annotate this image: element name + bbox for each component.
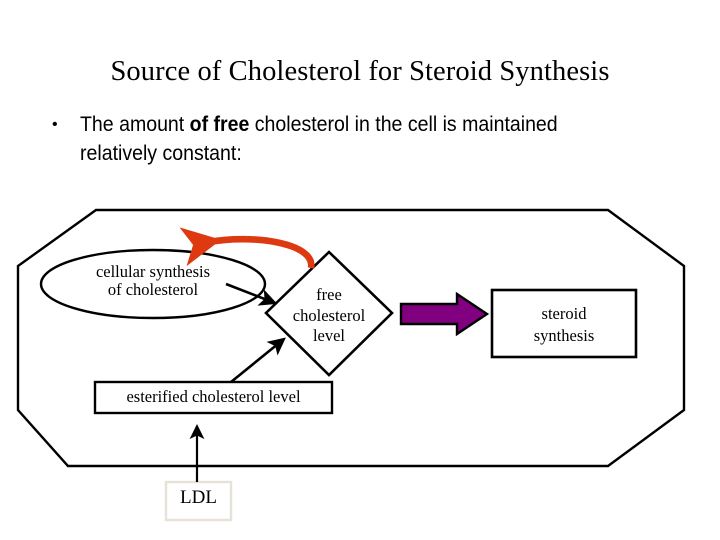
cellular-synthesis-line-2: of cholesterol [107, 279, 199, 299]
free-cholesterol-line-3: level [312, 326, 346, 346]
ldl-label: LDL [180, 487, 217, 508]
free-cholesterol-line-2: cholesterol [292, 305, 366, 325]
bullet-list: • The amount of free cholesterol in the … [52, 110, 652, 168]
bullet-marker: • [52, 116, 58, 133]
steroid-synthesis-line-1: steroid [541, 304, 587, 323]
free-cholesterol-label: free cholesterol level [272, 285, 386, 347]
page-title: Source of Cholesterol for Steroid Synthe… [110, 56, 610, 87]
bullet-run-plain-1: The amount [80, 113, 190, 136]
free-cholesterol-line-1: free [316, 285, 342, 304]
steroid-synthesis-line-2: synthesis [533, 326, 595, 346]
steroid-synthesis-label: steroid synthesis [495, 303, 633, 348]
bullet-text: The amount of free cholesterol in the ce… [80, 110, 612, 168]
cellular-synthesis-label: cellular synthesis of cholesterol [62, 263, 244, 299]
list-item: • The amount of free cholesterol in the … [52, 110, 652, 168]
block-arrow-to-steroid [399, 291, 490, 337]
bullet-run-bold: of free [189, 113, 250, 136]
bullet-run-plain-2: cholesterol in the cell is maintained re… [80, 113, 558, 165]
esterified-cholesterol-label: esterified cholesterol level [126, 387, 301, 406]
cellular-synthesis-line-1: cellular synthesis [95, 262, 211, 281]
